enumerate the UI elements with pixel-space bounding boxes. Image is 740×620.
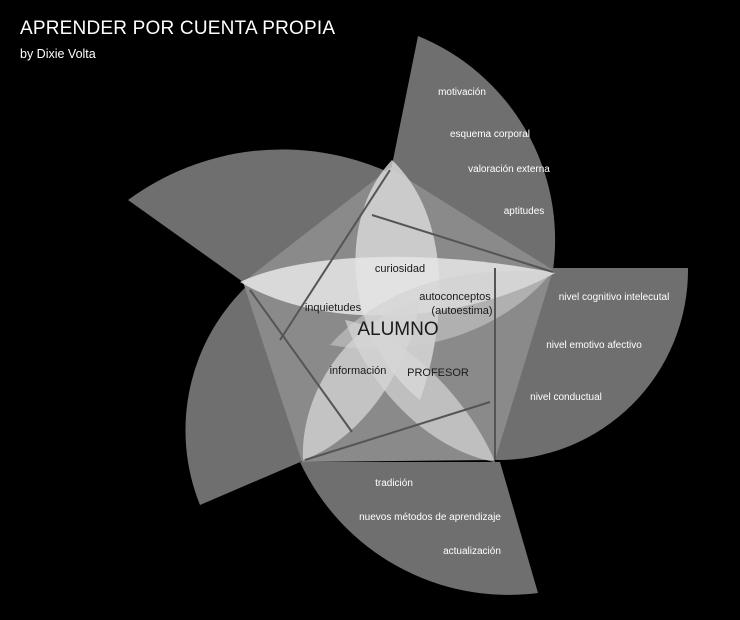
outer-sectors xyxy=(128,36,689,595)
label-autoconceptos-1: autoconceptos xyxy=(419,291,491,303)
sector-bottom xyxy=(300,462,538,595)
sector-b-item-2: actualización xyxy=(443,546,501,557)
sector-tr-item-0: motivación xyxy=(438,87,486,98)
label-autoconceptos-2: (autoestima) xyxy=(431,305,492,317)
sector-b-item-0: tradición xyxy=(375,478,413,489)
sector-tr-item-2: valoración externa xyxy=(468,164,550,175)
petal-bottom-right xyxy=(345,320,495,462)
sector-bottom-labels: tradición nuevos métodos de aprendizaje … xyxy=(359,478,501,557)
label-curiosidad: curiosidad xyxy=(375,263,425,275)
sector-r-item-2: nivel conductual xyxy=(530,392,602,403)
sector-b-item-1: nuevos métodos de aprendizaje xyxy=(359,512,501,523)
line-4 xyxy=(304,401,491,461)
label-inquietudes: inquietudes xyxy=(305,302,362,314)
line-5 xyxy=(249,289,353,433)
sector-top-left xyxy=(128,149,388,282)
sector-r-item-1: nivel emotivo afectivo xyxy=(546,340,642,351)
sector-right xyxy=(495,268,689,461)
inner-petals xyxy=(240,160,555,462)
sector-tr-item-3: aptitudes xyxy=(504,206,545,217)
sector-right-labels: nivel cognitivo intelecutal nivel emotiv… xyxy=(530,292,669,403)
label-informacion: información xyxy=(330,365,387,377)
author-byline: by Dixie Volta xyxy=(20,47,96,61)
line-1 xyxy=(279,169,391,341)
label-alumno: ALUMNO xyxy=(357,319,438,340)
label-profesor: PROFESOR xyxy=(407,367,469,379)
sector-r-item-0: nivel cognitivo intelecutal xyxy=(559,292,670,303)
line-2 xyxy=(371,214,554,273)
sector-left xyxy=(185,283,305,505)
sector-top-right xyxy=(390,36,556,270)
sector-top-right-labels: motivación esquema corporal valoración e… xyxy=(438,87,550,217)
inner-labels: curiosidad inquietudes autoconceptos (au… xyxy=(305,263,493,379)
inner-lines xyxy=(249,169,554,461)
page-title: APRENDER POR CUENTA PROPIA xyxy=(20,18,336,39)
sector-tr-item-1: esquema corporal xyxy=(450,129,530,140)
